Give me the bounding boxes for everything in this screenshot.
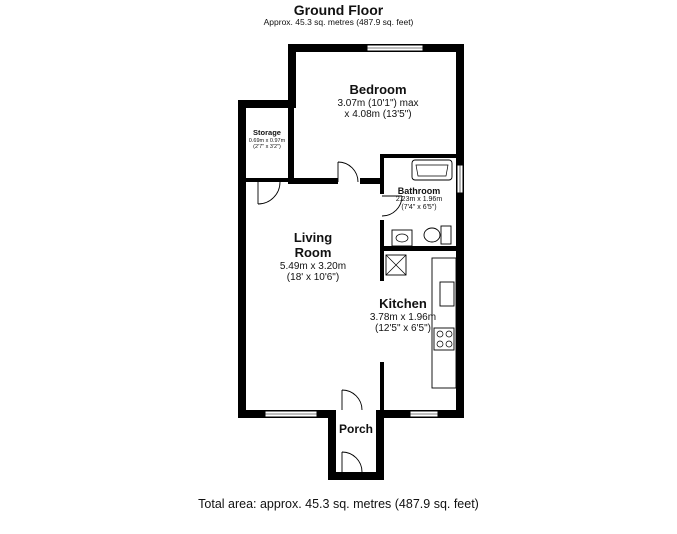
bedroom-dim-imperial: x 4.08m (13'5") <box>344 109 412 121</box>
storage-door <box>257 181 281 205</box>
storage-dim-imperial: (2'7" x 3'2") <box>253 143 281 150</box>
wall-bedroom-left-inner <box>288 104 294 184</box>
wall-porch-bottom <box>328 472 384 480</box>
total-area-note: Total area: approx. 45.3 sq. metres (487… <box>198 497 479 511</box>
wall-bathroom-left-lower <box>380 220 384 248</box>
storage-name: Storage <box>253 128 281 137</box>
kitchen-label: Kitchen 3.78m x 1.96m (12'5" x 6'5") <box>360 296 446 335</box>
living-room-dim-imperial: (18' x 10'6") <box>286 272 340 284</box>
front-door <box>341 451 363 473</box>
kitchen-name: Kitchen <box>379 296 427 311</box>
living-room-label: Living Room 5.49m x 3.20m (18' x 10'6") <box>256 230 370 284</box>
porch-name: Porch <box>338 422 373 436</box>
living-room-dim-metric: 5.49m x 3.20m <box>279 260 347 272</box>
wall-porch-left <box>328 410 336 480</box>
storage-label: Storage 0.69m x 0.97m (2'7" x 3'2") <box>246 128 288 150</box>
kitchen-dim-imperial: (12'5" x 6'5") <box>375 323 431 335</box>
toilet-cistern <box>440 225 452 245</box>
bathroom-door <box>381 195 403 217</box>
wall-bedroom-bottom-mid <box>288 178 338 184</box>
kitchen-sink <box>439 281 455 307</box>
bathroom-dim-imperial: (7'4" x 6'5") <box>401 204 437 212</box>
floor-title: Ground Floor <box>293 2 384 18</box>
basin <box>391 229 413 247</box>
bedroom-label: Bedroom 3.07m (10'1") max x 4.08m (13'5"… <box>300 82 456 121</box>
wall-bathroom-left <box>380 154 384 194</box>
bedroom-door <box>337 161 359 183</box>
floor-area-subtitle: Approx. 45.3 sq. metres (487.9 sq. feet) <box>263 17 414 27</box>
living-room-name-line2: Room <box>294 244 332 260</box>
wall-bedroom-bottom-right <box>360 178 384 184</box>
wall-bathroom-bottom <box>380 246 456 251</box>
kitchen-counter <box>431 257 457 389</box>
bedroom-dim-metric: 3.07m (10'1") max <box>337 97 419 109</box>
bath-tub <box>411 159 453 181</box>
living-room-name-line1: Living <box>293 230 333 245</box>
wall-kitchen-left <box>380 251 384 281</box>
toilet-bowl <box>423 227 441 243</box>
wall-bathroom-top <box>380 154 456 158</box>
kitchen-hob <box>433 327 455 351</box>
bathroom-label: Bathroom 2.23m x 1.96m (7'4" x 6'5") <box>384 186 454 212</box>
porch-inner-door <box>341 389 363 411</box>
storage-dim-metric: 0.69m x 0.97m <box>248 137 286 144</box>
kitchen-dim-metric: 3.78m x 1.96m <box>369 311 437 323</box>
wall-right <box>456 44 464 418</box>
wall-left <box>238 100 246 418</box>
bathroom-name: Bathroom <box>397 186 441 196</box>
wall-top-storage <box>238 100 296 108</box>
wall-bedroom-bottom-left <box>246 178 288 182</box>
bedroom-name: Bedroom <box>349 82 407 97</box>
wall-living-kitchen <box>380 362 384 410</box>
wall-left-bedroom <box>288 44 296 104</box>
wall-porch-right <box>376 410 384 480</box>
bathroom-dim-metric: 2.23m x 1.96m <box>395 196 443 204</box>
